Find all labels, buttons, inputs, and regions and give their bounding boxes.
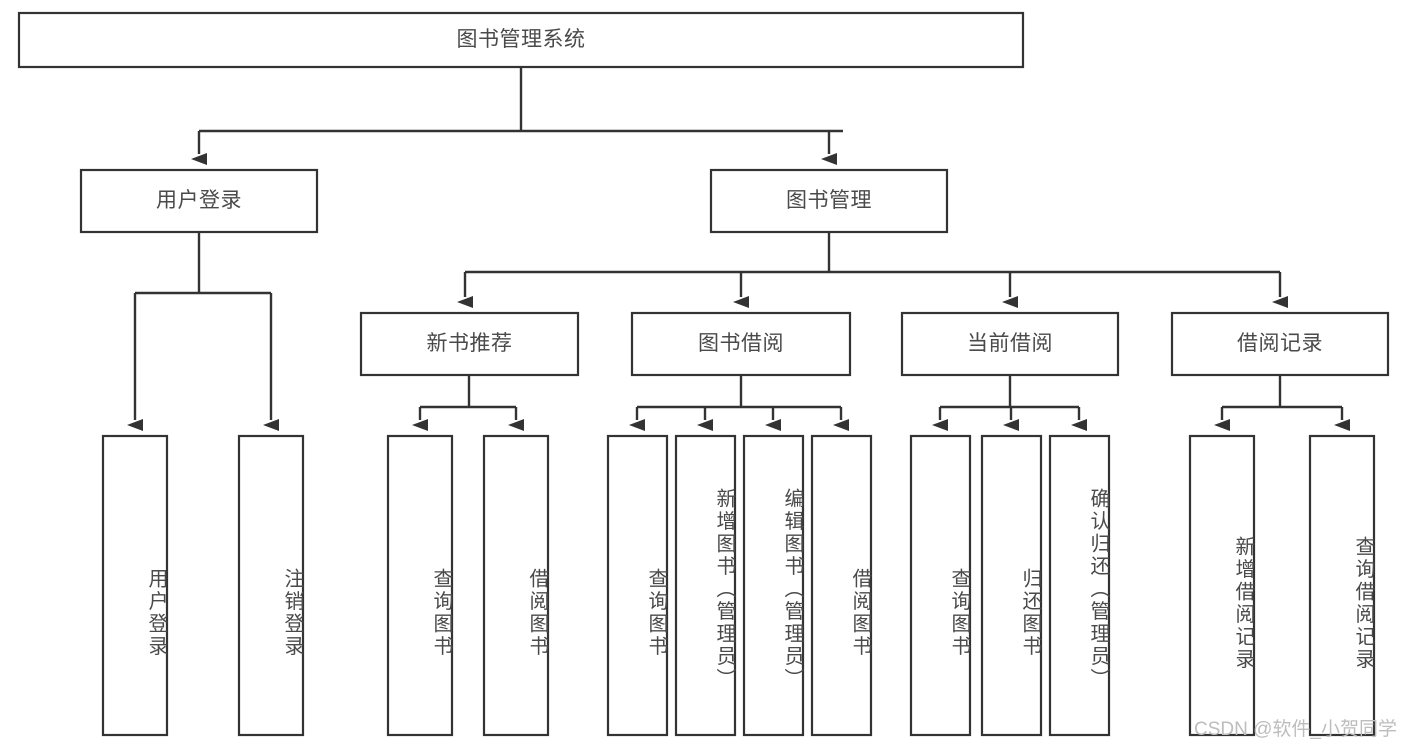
connector-userlogin-to-leaves (127, 232, 279, 431)
node-box-leaf-rec-search[interactable] (1308, 434, 1376, 737)
node-box-leaf-cur-confirm[interactable] (1048, 434, 1111, 737)
node-box-leaf-rec-query[interactable] (386, 434, 454, 737)
connector-currentborrow-to-leaves (932, 375, 1087, 431)
node-box-root[interactable] (17, 11, 1025, 69)
node-box-leaf-user-logout[interactable] (237, 434, 305, 737)
node-box-leaf-borrow-edit[interactable] (742, 434, 805, 737)
connector-bookborrow-to-leaves (629, 375, 849, 431)
node-box-current-borrow[interactable] (900, 311, 1120, 377)
node-box-leaf-cur-query[interactable] (909, 434, 972, 737)
node-box-new-book-rec[interactable] (359, 311, 580, 377)
node-box-leaf-rec-add[interactable] (1188, 434, 1256, 737)
node-box-book-borrow[interactable] (630, 311, 852, 377)
connector-borrowrecord-to-leaves (1214, 375, 1350, 431)
node-box-leaf-borrow-do[interactable] (810, 434, 873, 737)
connector-newbook-to-leaves (412, 375, 524, 431)
node-box-leaf-rec-borrow[interactable] (482, 434, 550, 737)
node-box-borrow-record[interactable] (1170, 311, 1390, 377)
node-box-leaf-borrow-query[interactable] (606, 434, 669, 737)
node-box-book-manage[interactable] (709, 168, 949, 234)
connector-bookmanage-to-level3 (457, 232, 1288, 308)
watermark-text: CSDN @软件_小贺同学 (1194, 719, 1397, 740)
node-box-leaf-cur-return[interactable] (980, 434, 1043, 737)
node-box-leaf-user-login[interactable] (101, 434, 169, 737)
connector-root-to-level2 (191, 67, 843, 165)
node-box-leaf-borrow-add[interactable] (674, 434, 737, 737)
node-box-user-login[interactable] (79, 168, 319, 234)
